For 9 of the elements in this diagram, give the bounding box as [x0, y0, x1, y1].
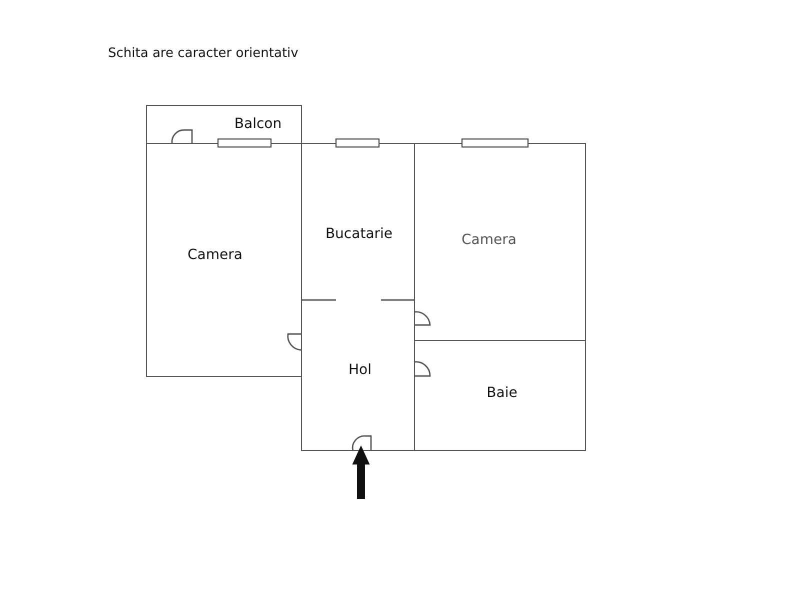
room-outline — [414, 340, 586, 451]
room-label: Hol — [348, 362, 372, 378]
room-label: Bucatarie — [325, 226, 393, 242]
room-label: Balcon — [234, 116, 282, 132]
room-label: Camera — [188, 247, 242, 263]
title: Schita are caracter orientativ — [108, 46, 298, 61]
entrance-arrow — [352, 445, 370, 499]
room-label: Baie — [486, 385, 518, 401]
room-label: Camera — [462, 232, 516, 248]
